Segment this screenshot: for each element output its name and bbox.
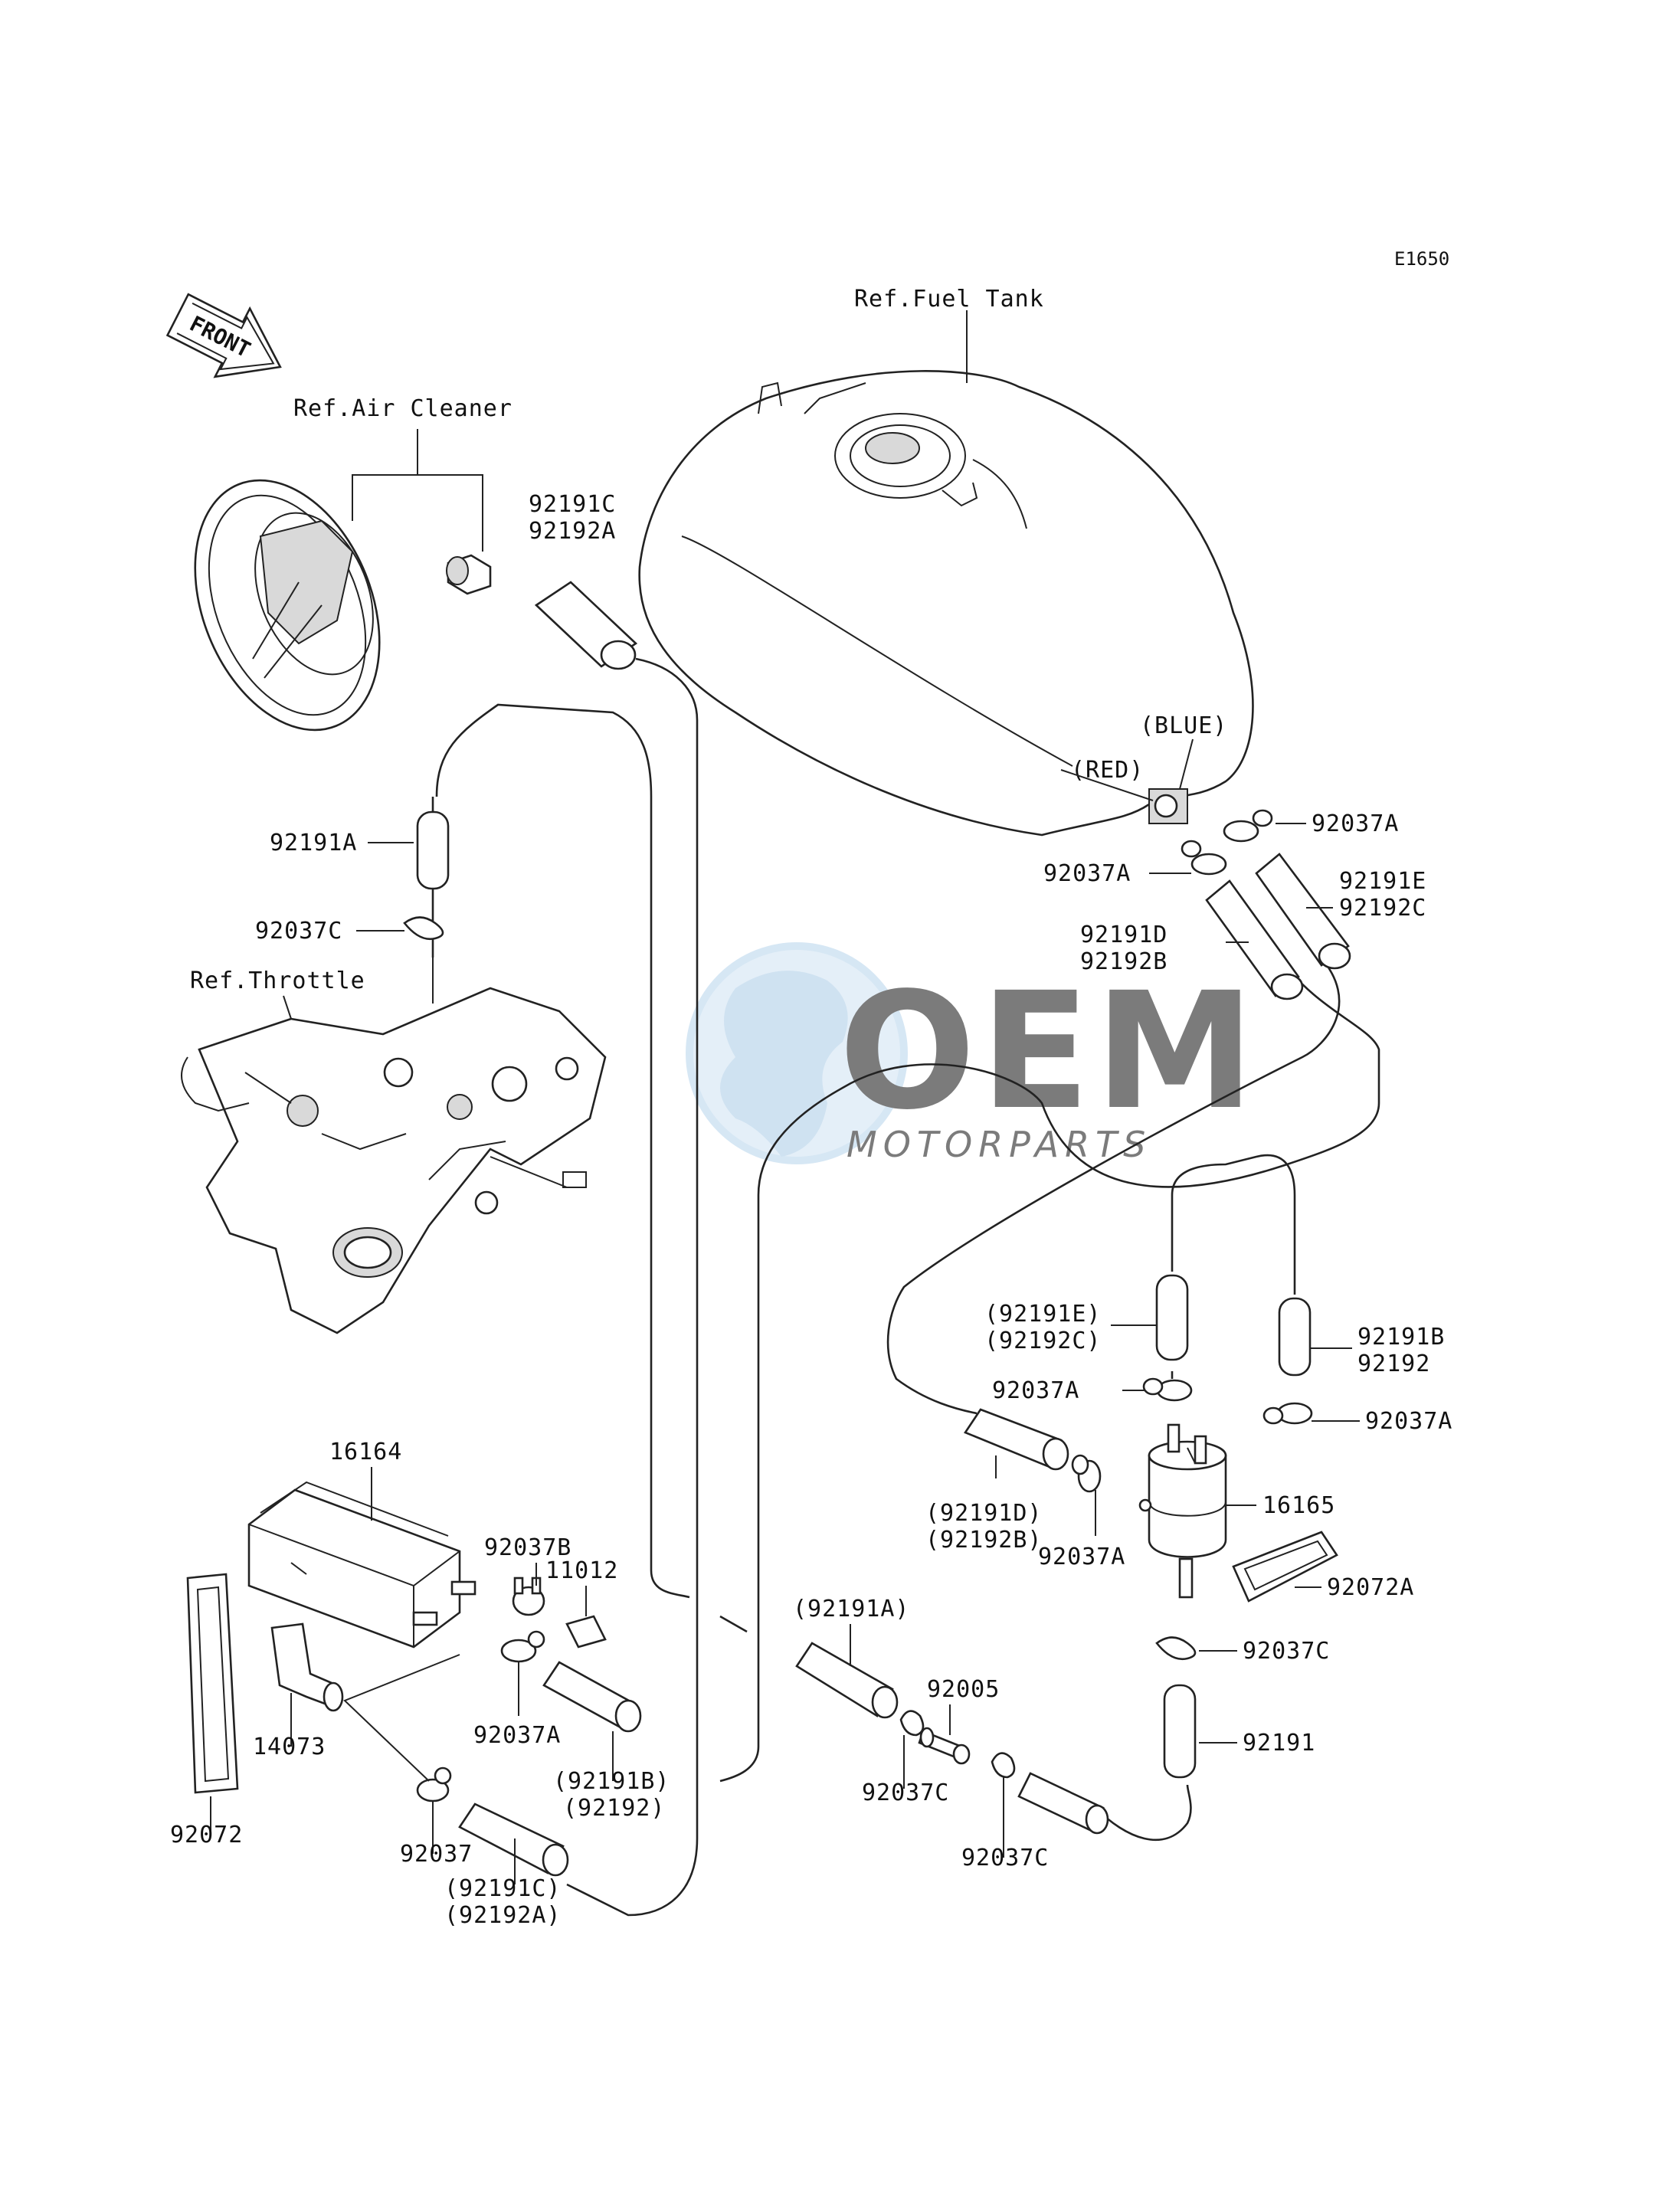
ref-throttle: Ref.Throttle bbox=[190, 968, 365, 994]
valve-92037B bbox=[512, 1577, 545, 1616]
hose-92191C-top bbox=[534, 581, 638, 670]
label-92192-paren: (92192) bbox=[563, 1795, 665, 1822]
label-92191B-paren: (92191B) bbox=[553, 1768, 670, 1795]
clamp-92037C-a bbox=[403, 916, 444, 941]
clamp-92037A-f2 bbox=[1262, 1402, 1313, 1425]
clamp-92037A-tank2 bbox=[1223, 809, 1273, 843]
label-92037A-can: 92037A bbox=[473, 1722, 561, 1749]
hose-92191A-lower bbox=[795, 1642, 899, 1719]
label-92192B-paren: (92192B) bbox=[925, 1527, 1043, 1554]
label-92191E-paren: (92191E) bbox=[984, 1301, 1102, 1328]
label-92192A-paren: (92192A) bbox=[444, 1902, 562, 1929]
hose-color-red: (RED) bbox=[1071, 757, 1144, 784]
clamp-92037A-can bbox=[500, 1630, 545, 1663]
bracket-92072A bbox=[1232, 1531, 1338, 1603]
label-92037A-tank2: 92037A bbox=[1043, 860, 1131, 887]
label-11012: 11012 bbox=[545, 1557, 618, 1584]
hose-92191-outlet bbox=[1017, 1772, 1109, 1835]
label-92192A-top: 92192A bbox=[529, 518, 616, 545]
hose-92191C-can bbox=[458, 1802, 569, 1877]
label-92037C-b: 92037C bbox=[1243, 1638, 1330, 1665]
hose-92191B-can bbox=[542, 1661, 642, 1733]
throttle-body bbox=[181, 987, 607, 1334]
clamp-92037C-c bbox=[899, 1710, 925, 1737]
hose-92191 bbox=[1163, 1684, 1197, 1779]
air-cleaner bbox=[194, 479, 492, 732]
clamp-92037A-tank1 bbox=[1181, 840, 1227, 876]
label-92191E: 92191E bbox=[1339, 868, 1426, 895]
label-92072A: 92072A bbox=[1327, 1574, 1414, 1601]
label-92037A-tank: 92037A bbox=[1312, 810, 1399, 837]
label-92191C-paren: (92191C) bbox=[444, 1875, 562, 1902]
label-92191A-paren: (92191A) bbox=[793, 1596, 910, 1622]
fuel-filter-16165 bbox=[1138, 1423, 1227, 1599]
label-92191C-top: 92191C bbox=[529, 491, 616, 518]
hose-92191A bbox=[416, 810, 450, 890]
label-92037A-f2: 92037A bbox=[1365, 1408, 1452, 1435]
label-92037C-a: 92037C bbox=[255, 918, 342, 945]
label-92191D-paren: (92191D) bbox=[925, 1500, 1043, 1527]
label-14073: 14073 bbox=[253, 1734, 326, 1760]
watermark: OEM MOTORPARTS bbox=[686, 942, 1259, 1165]
cap-11012 bbox=[565, 1615, 607, 1649]
hose-92191D bbox=[1205, 879, 1304, 1000]
label-92192C-paren: (92192C) bbox=[984, 1328, 1102, 1354]
label-92037B: 92037B bbox=[484, 1534, 571, 1561]
label-16165: 16165 bbox=[1262, 1492, 1335, 1519]
hose-routing bbox=[431, 657, 1380, 1917]
clamp-92037 bbox=[416, 1766, 452, 1802]
label-92072: 92072 bbox=[170, 1822, 243, 1848]
valve-92005 bbox=[918, 1727, 971, 1765]
clamp-92037C-b bbox=[1155, 1636, 1197, 1661]
ref-fuel-tank: Ref.Fuel Tank bbox=[854, 286, 1044, 313]
ref-air-cleaner: Ref.Air Cleaner bbox=[293, 395, 513, 422]
label-92037A-f3: 92037A bbox=[1038, 1544, 1125, 1570]
label-92005: 92005 bbox=[927, 1676, 1000, 1703]
label-92192: 92192 bbox=[1357, 1351, 1430, 1377]
bracket-92072 bbox=[186, 1573, 239, 1794]
bracket-14073 bbox=[270, 1622, 344, 1712]
fuel-tank bbox=[638, 370, 1254, 837]
watermark-sub: MOTORPARTS bbox=[847, 1124, 1151, 1165]
front-arrow-icon: FRONT bbox=[165, 293, 282, 378]
label-92037: 92037 bbox=[400, 1841, 473, 1868]
hose-92191B-lower bbox=[1278, 1297, 1312, 1377]
label-92037C-c: 92037C bbox=[862, 1780, 949, 1806]
clamp-92037C-d bbox=[991, 1752, 1016, 1779]
clamp-92037A-f3 bbox=[1071, 1454, 1102, 1493]
diagram-code: E1650 bbox=[1394, 248, 1449, 270]
hose-92191E bbox=[1255, 853, 1351, 970]
hose-92191E-lower bbox=[1155, 1274, 1189, 1361]
label-92037C-d: 92037C bbox=[961, 1845, 1049, 1871]
clamp-92037A-f1 bbox=[1142, 1377, 1193, 1402]
label-92191B: 92191B bbox=[1357, 1324, 1445, 1351]
part-labels: 92191C 92192A 92191A 92037C 92037A 92037… bbox=[170, 491, 1452, 1929]
label-92191: 92191 bbox=[1243, 1730, 1315, 1757]
label-16164: 16164 bbox=[329, 1439, 402, 1465]
label-92192B: 92192B bbox=[1080, 948, 1167, 975]
hose-color-blue: (BLUE) bbox=[1140, 712, 1227, 739]
label-92192C: 92192C bbox=[1339, 895, 1426, 922]
canister-16164 bbox=[247, 1481, 476, 1649]
label-92191D: 92191D bbox=[1080, 922, 1167, 948]
watermark-brand: OEM bbox=[839, 958, 1259, 1145]
hose-92191D-lower bbox=[964, 1408, 1069, 1471]
label-92191A: 92191A bbox=[270, 830, 357, 856]
leader-lines bbox=[210, 823, 1360, 1884]
label-92037A-f1: 92037A bbox=[992, 1377, 1079, 1404]
